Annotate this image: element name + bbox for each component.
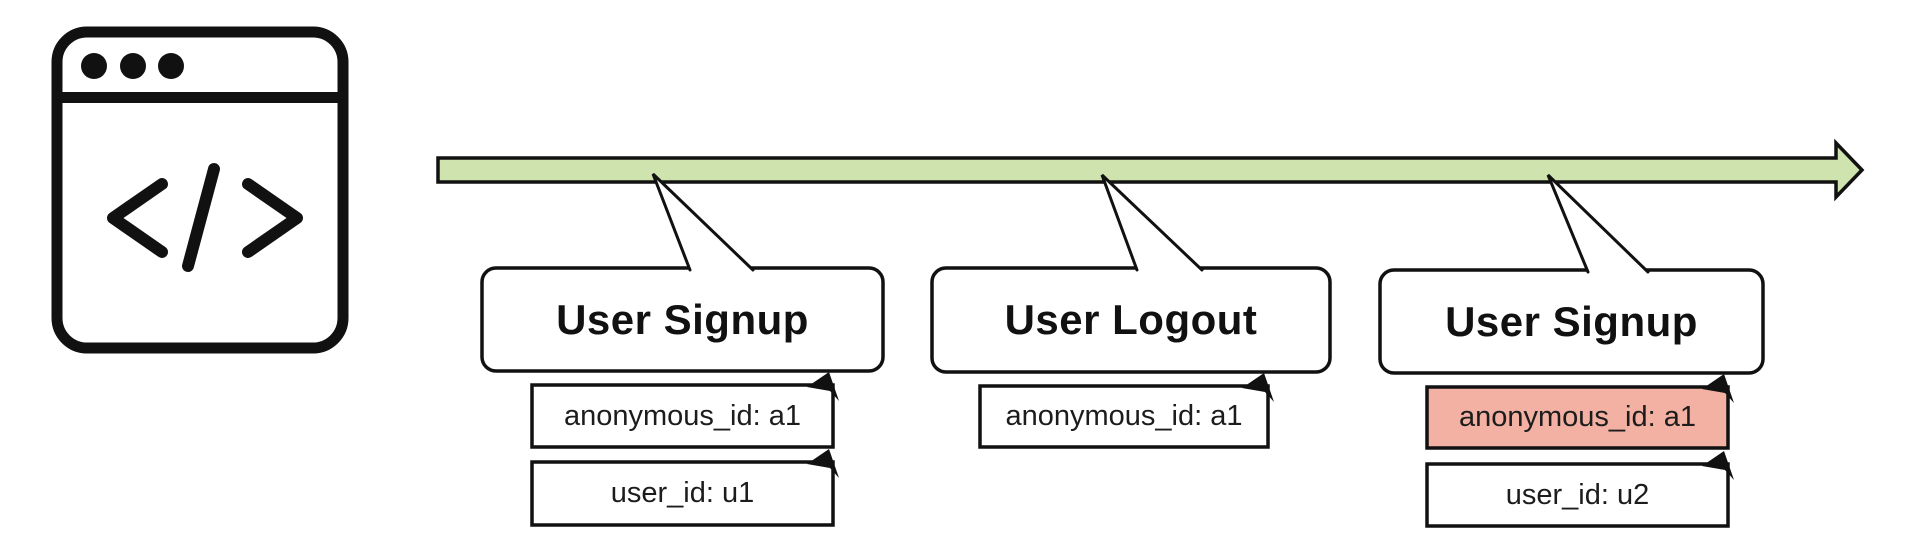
note-text: anonymous_id: a1: [1005, 400, 1243, 432]
callout-pointer: [1546, 173, 1650, 274]
event-label: User Signup: [556, 295, 809, 343]
note-text: user_id: u2: [1505, 478, 1650, 511]
note-highlighted: [1425, 385, 1730, 450]
note-fold-icon: [807, 372, 839, 401]
note-fold-icon: [807, 449, 839, 478]
note-fold-icon: [1242, 373, 1274, 402]
note: [978, 384, 1270, 449]
note-text: user_id: u1: [610, 477, 755, 509]
callout-pointer: [651, 172, 755, 272]
event-callout: [1378, 268, 1765, 375]
note-text: anonymous_id: a1: [1459, 401, 1696, 433]
code-brackets-icon: [107, 163, 303, 272]
window-dot-icon: [158, 53, 184, 79]
callout-pointer: [1100, 173, 1204, 272]
note: [530, 460, 835, 527]
note-fold-icon: [1702, 451, 1734, 480]
event-label: User Logout: [1004, 296, 1258, 343]
event-callout: [930, 266, 1332, 374]
window-dot-icon: [81, 53, 107, 79]
note-text: anonymous_id: a1: [564, 399, 801, 432]
browser-code-icon: [51, 26, 349, 354]
event-label: User Signup: [1445, 297, 1698, 345]
event-callout: [480, 266, 885, 373]
window-dot-icon: [120, 53, 146, 79]
note: [530, 383, 835, 449]
timeline-arrow: [436, 138, 1865, 202]
note-fold-icon: [1702, 374, 1734, 403]
browser-window-frame: [51, 26, 349, 354]
note: [1425, 462, 1730, 528]
